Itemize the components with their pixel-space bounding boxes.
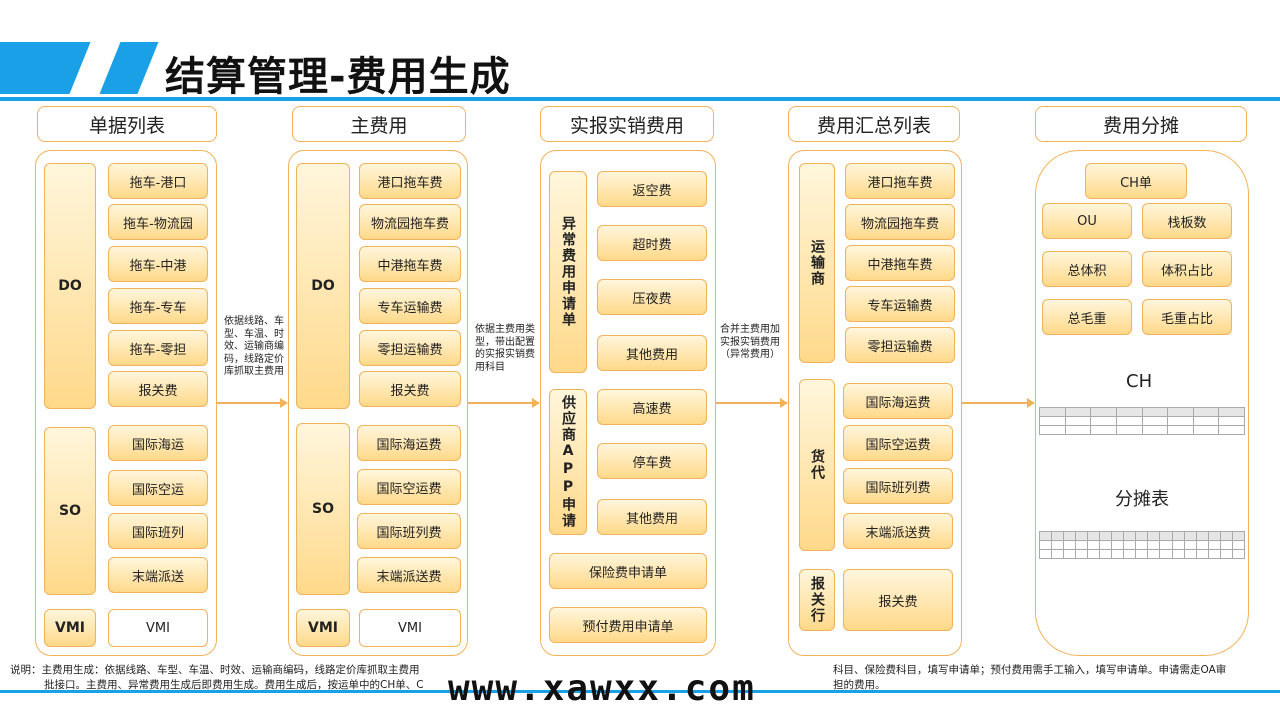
main-do-item: 中港拖车费 [359, 246, 461, 282]
doc-vmi-group: VMI [44, 609, 96, 647]
panel-main-fee: DO 港口拖车费 物流园拖车费 中港拖车费 专车运输费 零担运输费 报关费 SO… [288, 150, 468, 656]
doc-do-item: 拖车-物流园 [108, 204, 208, 240]
main-so-item: 国际空运费 [357, 469, 461, 505]
main-so-item: 国际班列费 [357, 513, 461, 549]
arrow-2-head [532, 397, 540, 408]
panel-summary: 运输商 港口拖车费 物流园拖车费 中港拖车费 专车运输费 零担运输费 货代 国际… [788, 150, 962, 656]
doc-so-item: 国际班列 [108, 513, 208, 549]
pallets-box: 栈板数 [1142, 203, 1232, 239]
app-fee-item: 其他费用 [597, 499, 707, 535]
forwarder-item: 国际海运费 [843, 383, 953, 419]
carrier-item: 物流园拖车费 [845, 204, 955, 240]
doc-do-item: 拖车-专车 [108, 288, 208, 324]
ou-box: OU [1042, 203, 1132, 239]
main-do-item: 零担运输费 [359, 330, 461, 366]
doc-vmi-item: VMI [108, 609, 208, 647]
main-do-item: 报关费 [359, 371, 461, 407]
main-vmi-group: VMI [296, 609, 350, 647]
arrow-4-head [1027, 397, 1035, 408]
main-do-item: 港口拖车费 [359, 163, 461, 199]
forwarder-group: 货代 [799, 379, 835, 551]
header-main-fee: 主费用 [292, 106, 466, 142]
arrow-3-line [716, 402, 780, 404]
prepaid-request: 预付费用申请单 [549, 607, 707, 643]
header-actual-fee: 实报实销费用 [540, 106, 714, 142]
arrow-1-head [280, 397, 288, 408]
title-rule [0, 97, 1280, 101]
main-do-group: DO [296, 163, 350, 409]
doc-so-item: 国际空运 [108, 470, 208, 506]
main-do-item: 专车运输费 [359, 288, 461, 324]
forwarder-item: 国际空运费 [843, 425, 953, 461]
carrier-item: 专车运输费 [845, 286, 955, 322]
total-weight-box: 总毛重 [1042, 299, 1132, 335]
main-do-item: 物流园拖车费 [359, 204, 461, 240]
footer-right-line2: 担的费用。 [833, 679, 886, 691]
panel-allocation: CH单 OU 栈板数 总体积 体积占比 总毛重 毛重占比 CH 分摊表 [1035, 150, 1249, 656]
carrier-item: 零担运输费 [845, 327, 955, 363]
abnormal-fee-item: 压夜费 [597, 279, 707, 315]
abnormal-fee-item: 返空费 [597, 171, 707, 207]
title-stripe-left [0, 42, 91, 94]
forwarder-item: 末端派送费 [843, 513, 953, 549]
alloc-table-thumbnail [1038, 531, 1246, 559]
broker-group: 报关行 [799, 569, 835, 631]
arrow-2-line [468, 402, 532, 404]
main-so-item: 国际海运费 [357, 425, 461, 461]
panel-doc-list: DO 拖车-港口 拖车-物流园 拖车-中港 拖车-专车 拖车-零担 报关费 SO… [35, 150, 217, 656]
note-fee-type: 依据主费用类型，带出配置的实报实销费用科目 [475, 324, 535, 373]
doc-so-group: SO [44, 427, 96, 595]
app-fee-item: 高速费 [597, 389, 707, 425]
carrier-group: 运输商 [799, 163, 835, 363]
main-so-item: 末端派送费 [357, 557, 461, 593]
footer-left-line1: 说明：主费用生成：依据线路、车型、车温、时效、运输商编码，线路定价库抓取主费用 [10, 664, 420, 676]
doc-so-item: 国际海运 [108, 425, 208, 461]
doc-do-item: 拖车-零担 [108, 330, 208, 366]
alloc-table-title: 分摊表 [1115, 489, 1169, 510]
footer-rule [0, 690, 1280, 693]
volume-ratio-box: 体积占比 [1142, 251, 1232, 287]
doc-do-item: 拖车-中港 [108, 246, 208, 282]
ch-bill: CH单 [1085, 163, 1187, 199]
app-fee-item: 停车费 [597, 443, 707, 479]
ch-table-thumbnail [1039, 407, 1245, 435]
note-merge: 合并主费用加实报实销费用（异常费用） [720, 324, 780, 360]
doc-so-item: 末端派送 [108, 557, 208, 593]
main-so-group: SO [296, 423, 350, 595]
doc-do-item: 报关费 [108, 371, 208, 407]
arrow-3-head [780, 397, 788, 408]
arrow-4-line [962, 402, 1027, 404]
forwarder-item: 国际班列费 [843, 468, 953, 504]
abnormal-fee-item: 超时费 [597, 225, 707, 261]
header-summary: 费用汇总列表 [788, 106, 960, 142]
app-fee-group: 供应商APP申请 [549, 389, 587, 535]
ch-table-title: CH [1126, 371, 1153, 392]
carrier-item: 中港拖车费 [845, 245, 955, 281]
insurance-request: 保险费申请单 [549, 553, 707, 589]
doc-do-item: 拖车-港口 [108, 163, 208, 199]
header-doc-list: 单据列表 [37, 106, 217, 142]
weight-ratio-box: 毛重占比 [1142, 299, 1232, 335]
total-volume-box: 总体积 [1042, 251, 1132, 287]
panel-actual-fee: 异常费用申请单 返空费 超时费 压夜费 其他费用 供应商APP申请 高速费 停车… [540, 150, 716, 656]
watermark: www.xawxx.com [448, 668, 756, 709]
header-allocation: 费用分摊 [1035, 106, 1247, 142]
abnormal-fee-item: 其他费用 [597, 335, 707, 371]
broker-item: 报关费 [843, 569, 953, 631]
carrier-item: 港口拖车费 [845, 163, 955, 199]
page-title: 结算管理-费用生成 [165, 54, 511, 100]
arrow-1-line [217, 402, 280, 404]
footer-right-line1: 科目、保险费科目，填写申请单；预付费用需手工输入，填写申请单。申请需走OA审 [833, 664, 1227, 676]
note-route-pricing: 依据线路、车型、车温、时效、运输商编码，线路定价库抓取主费用 [224, 316, 284, 377]
footer-left-line2: 批接口。主费用、异常费用生成后即费用生成。费用生成后，按运单中的CH单、C [44, 679, 424, 691]
main-vmi-item: VMI [359, 609, 461, 647]
abnormal-fee-group: 异常费用申请单 [549, 171, 587, 373]
doc-do-group: DO [44, 163, 96, 409]
title-stripe-right [99, 42, 159, 94]
